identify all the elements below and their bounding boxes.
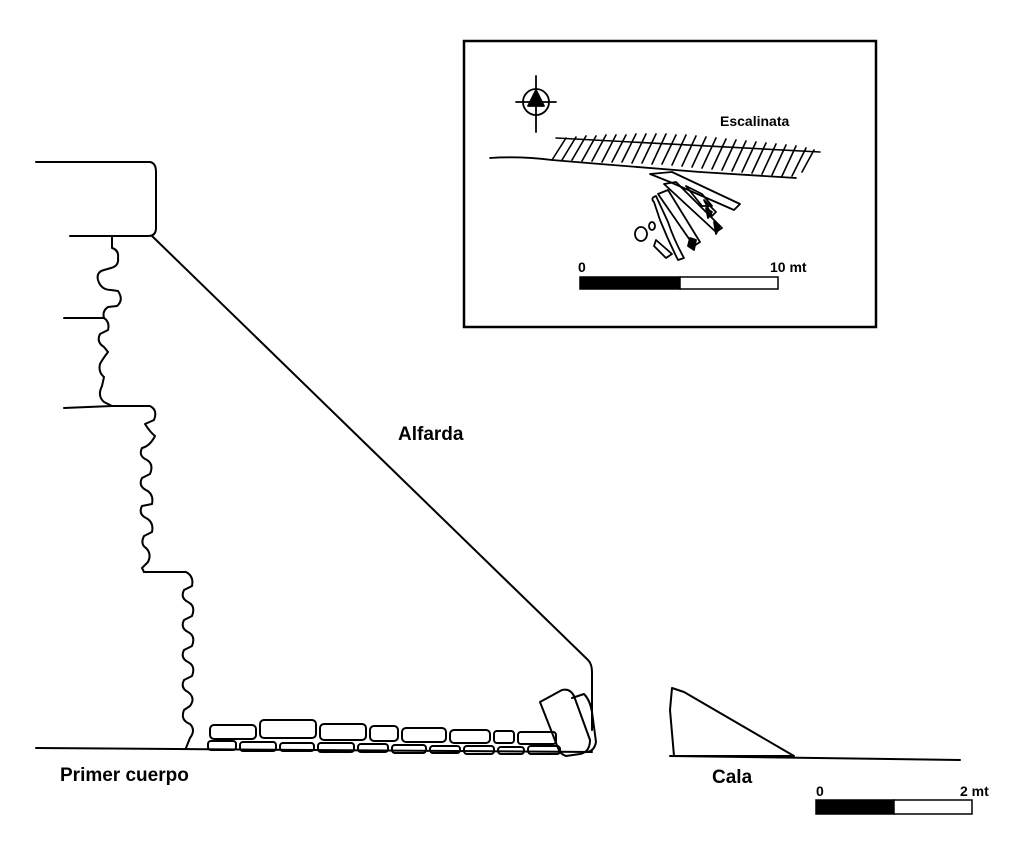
cala-section xyxy=(669,687,795,757)
escalinata-hatch xyxy=(551,133,821,177)
alfarda-label: Alfarda xyxy=(398,424,464,445)
inset-scale-bar xyxy=(579,276,779,290)
main-scale-end-label: 2 mt xyxy=(960,783,989,799)
inset-terrain-line xyxy=(489,156,797,179)
main-scale-start-label: 0 xyxy=(816,783,824,799)
north-arrow-icon xyxy=(515,75,557,133)
inset-stones xyxy=(634,171,741,261)
alfarda-outline xyxy=(151,235,593,731)
inset-scale-start-label: 0 xyxy=(578,259,586,275)
inset-scale-end-label: 10 mt xyxy=(770,259,807,275)
escalinata-label: Escalinata xyxy=(720,113,789,129)
primer-cuerpo-wall xyxy=(35,161,195,749)
inset-plan xyxy=(462,39,878,329)
main-scale-bar xyxy=(815,799,973,815)
cala-label: Cala xyxy=(712,767,753,788)
base-stone-course xyxy=(207,688,597,757)
primer-cuerpo-label: Primer cuerpo xyxy=(60,765,189,786)
